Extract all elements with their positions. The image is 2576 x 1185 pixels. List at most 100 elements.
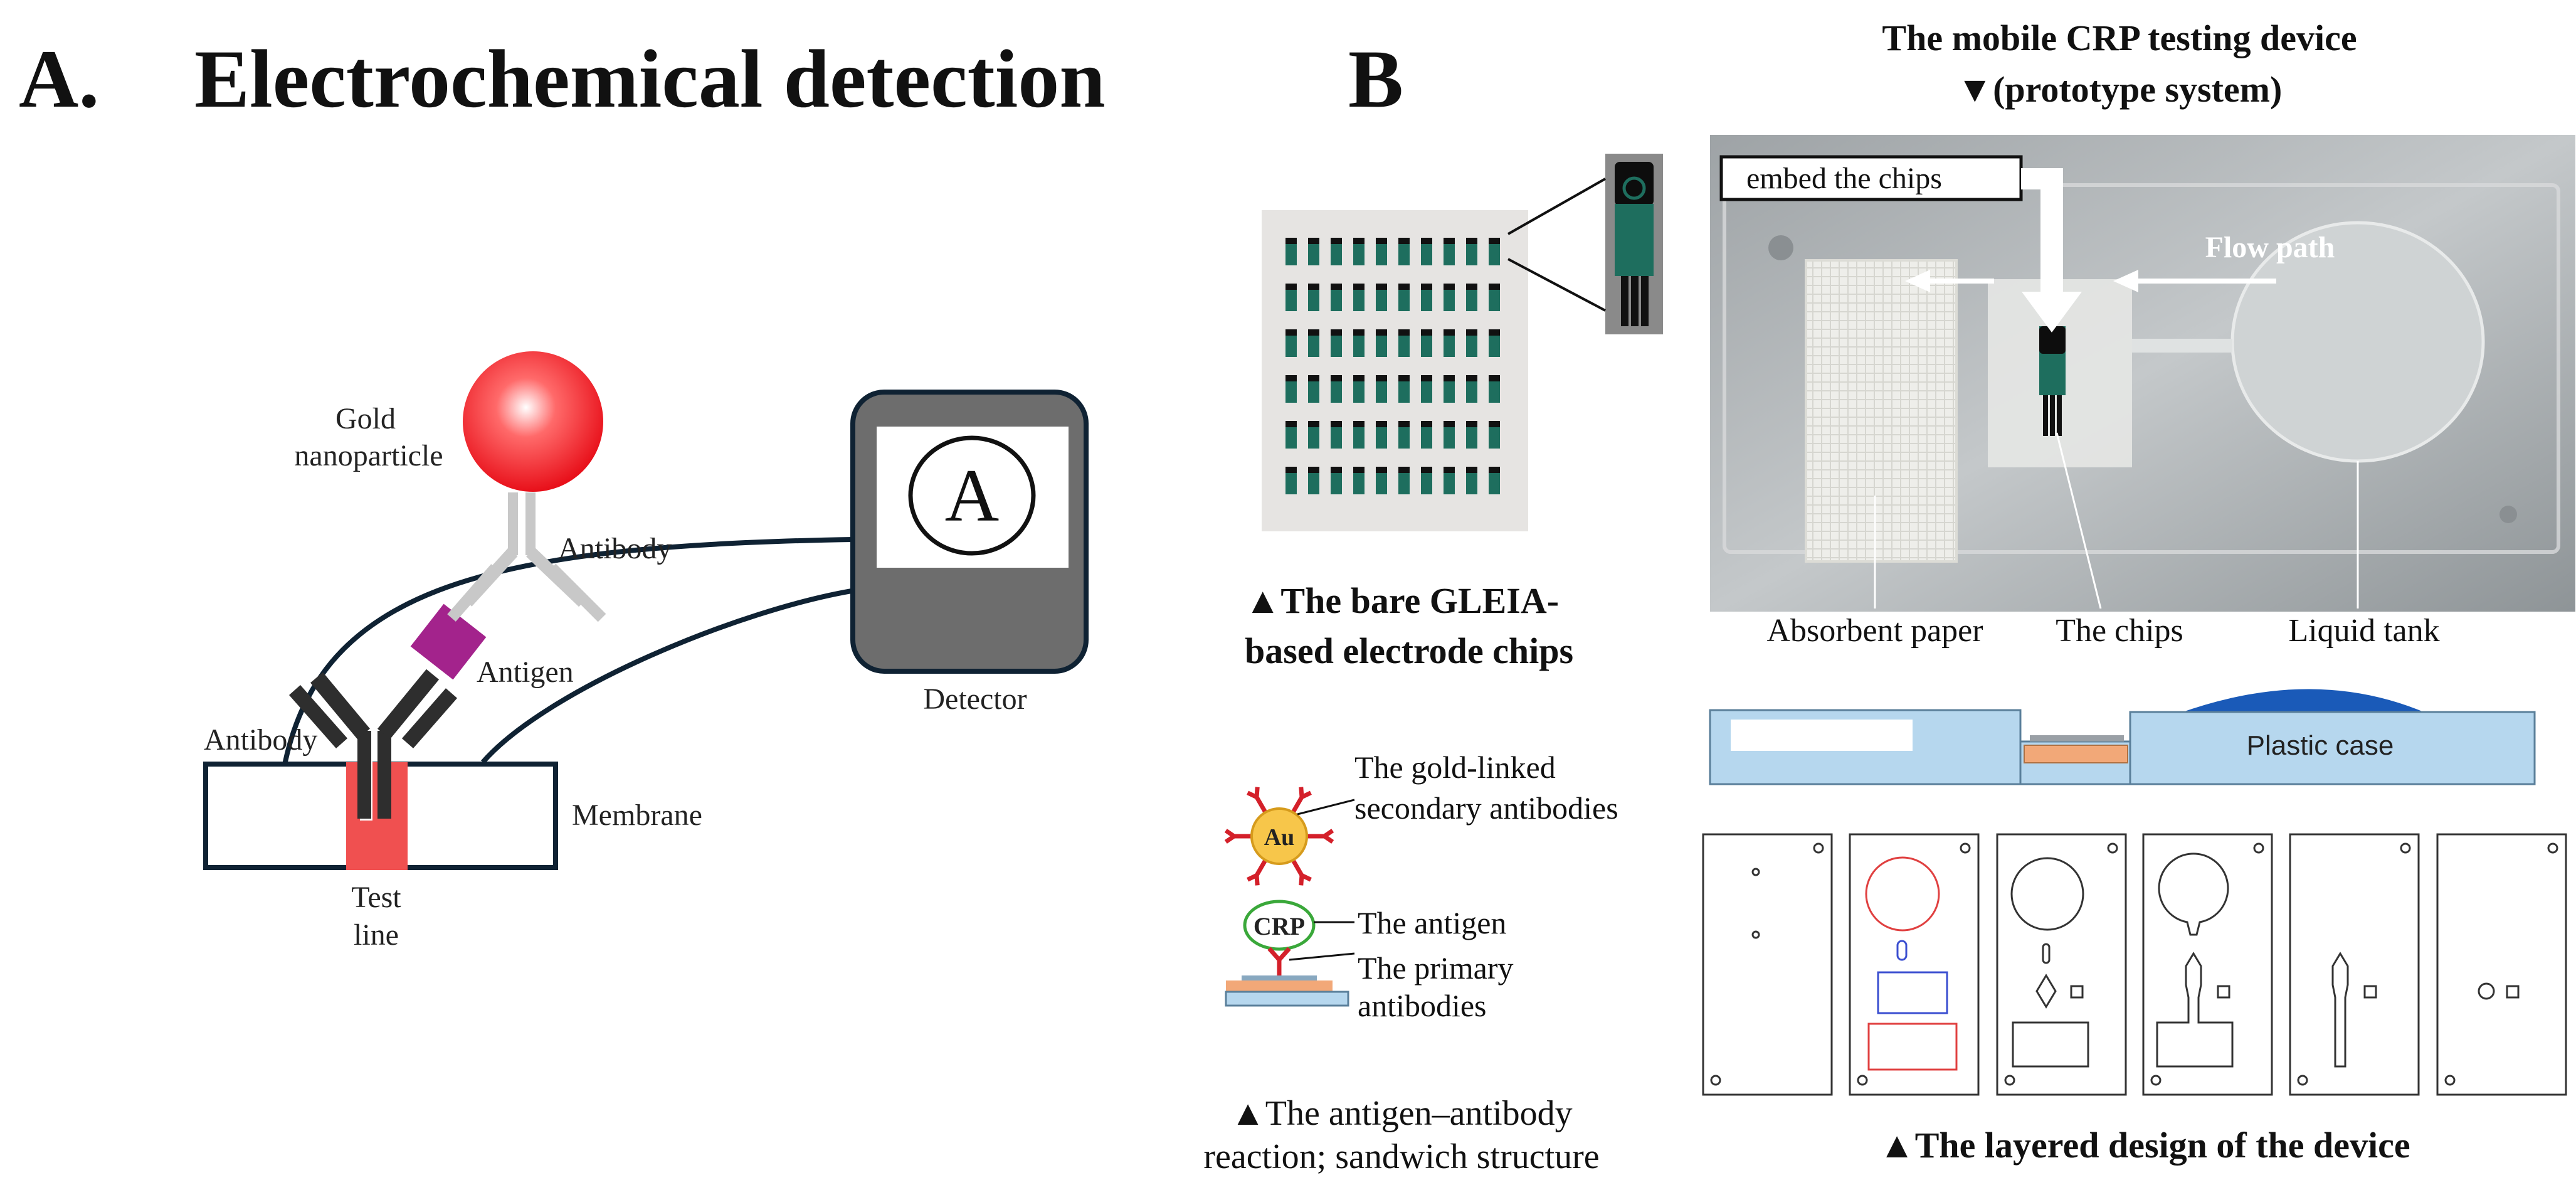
electrode-chip <box>1376 467 1387 494</box>
electrode-chip <box>1466 467 1477 494</box>
antigen-shape <box>410 603 487 680</box>
electrode-chip <box>1444 238 1455 265</box>
device-title-1: The mobile CRP testing device <box>1882 18 2357 58</box>
electrode-chip <box>1398 467 1410 494</box>
electrode-chip <box>1308 421 1319 449</box>
electrode-chip <box>1398 421 1410 449</box>
electrode-chip <box>1489 238 1500 265</box>
electrode-chip <box>1285 421 1297 449</box>
secondary-antibody-arm <box>1247 859 1268 886</box>
au-label: Au <box>1264 824 1295 851</box>
sandwich-caption-1: ▲The antigen–antibody <box>1230 1094 1572 1133</box>
electrode-chip <box>1421 284 1432 311</box>
electrode-chip <box>1353 467 1365 494</box>
gold-linked-2: secondary antibodies <box>1354 790 1618 826</box>
electrode-chip <box>1444 421 1455 449</box>
electrode-chip <box>1466 329 1477 357</box>
callout-embed-chips: embed the chips <box>1746 162 1942 195</box>
crp-label: CRP <box>1254 912 1305 940</box>
label-antibody-bottom: Antibody <box>204 723 317 757</box>
electrode-chip <box>1308 238 1319 265</box>
panel-a-letter: A. <box>19 33 99 125</box>
electrode-chip <box>1489 284 1500 311</box>
flow-path-label: Flow path <box>2205 231 2335 264</box>
electrode-chip <box>1376 284 1387 311</box>
photo-label-tank: Liquid tank <box>2288 613 2439 649</box>
layered-design <box>1702 833 2567 1096</box>
electrode-chip <box>1444 329 1455 357</box>
electrode-chip <box>1444 375 1455 403</box>
electrode-chip <box>1331 421 1342 449</box>
electrode-chip <box>1376 375 1387 403</box>
electrode-chip <box>1489 421 1500 449</box>
electrode-chip <box>1353 375 1365 403</box>
electrode-chip <box>1466 284 1477 311</box>
electrode-chip <box>1466 375 1477 403</box>
sandwich-diagram <box>1224 787 1355 1007</box>
electrode-chip <box>1444 467 1455 494</box>
electrode-chip <box>1331 467 1342 494</box>
electrode-chip <box>1489 467 1500 494</box>
label-gold-2: nanoparticle <box>294 439 443 472</box>
photo-label-chips: The chips <box>2056 613 2183 649</box>
electrode-chip <box>1398 375 1410 403</box>
label-gold-1: Gold <box>335 402 396 435</box>
test-line <box>346 762 408 870</box>
panel-b-letter: B <box>1348 33 1403 125</box>
label-membrane: Membrane <box>572 799 702 832</box>
label-detector: Detector <box>923 683 1027 716</box>
label-test-1: Test <box>351 881 401 914</box>
wire-lower <box>480 587 860 764</box>
device-photo <box>1710 135 2575 612</box>
secondary-antibody-arm <box>1224 829 1252 844</box>
electrode-chip <box>1489 329 1500 357</box>
electrode-chip <box>1285 329 1297 357</box>
antibody-bottom-shape <box>289 669 458 821</box>
electrode-chip <box>1466 421 1477 449</box>
electrode-chip <box>1331 284 1342 311</box>
ammeter-symbol: A <box>945 454 1000 537</box>
gold-linked-1: The gold-linked <box>1354 750 1556 785</box>
ammeter-icon <box>908 435 1036 556</box>
electrode-chip <box>1308 329 1319 357</box>
electrode-chip <box>1308 284 1319 311</box>
sandwich-caption-2: reaction; sandwich structure <box>1203 1137 1599 1176</box>
label-test-2: line <box>354 918 399 952</box>
electrode-chip <box>1331 329 1342 357</box>
panel-a: A. Electrochemical detection <box>19 33 1106 952</box>
device-title-2: ▼(prototype system) <box>1957 69 2283 110</box>
electrode-chip <box>1376 421 1387 449</box>
electrode-chip <box>1489 375 1500 403</box>
secondary-antibody-arm <box>1291 787 1312 814</box>
plastic-case-label: Plastic case <box>2247 730 2394 761</box>
electrode-chip <box>1353 421 1365 449</box>
photo-label-absorbent: Absorbent paper <box>1766 613 1983 649</box>
electrode-chip <box>1421 329 1432 357</box>
label-antibody-top: Antibody <box>558 532 672 565</box>
electrode-chip <box>1398 238 1410 265</box>
electrode-chip <box>1285 375 1297 403</box>
primary-1: The primary <box>1358 950 1514 986</box>
electrode-chip <box>1285 238 1297 265</box>
layered-caption: ▲The layered design of the device <box>1879 1125 2410 1166</box>
panel-b: B The mobile CRP testing device ▼(protot… <box>1203 18 2575 1176</box>
bare-chips-caption-1: ▲The bare GLEIA- <box>1245 580 1559 621</box>
antibody-top-shape <box>447 492 606 622</box>
secondary-antibody-arm <box>1307 829 1334 844</box>
bare-chips-caption-2: based electrode chips <box>1245 630 1573 671</box>
primary-2: antibodies <box>1358 988 1487 1023</box>
electrode-chip <box>1421 467 1432 494</box>
bare-chips-photo <box>1262 154 1663 531</box>
electrode-chip <box>1353 329 1365 357</box>
plastic-case-section <box>1709 689 2536 785</box>
electrode-chip <box>1285 467 1297 494</box>
electrode-chip <box>1376 238 1387 265</box>
electrode-chip <box>1353 284 1365 311</box>
antigen-label: The antigen <box>1358 905 1506 940</box>
electrode-chip <box>1353 238 1365 265</box>
electrode-chip <box>1466 238 1477 265</box>
electrode-chip <box>1376 329 1387 357</box>
electrode-chip <box>1308 467 1319 494</box>
panel-a-title: Electrochemical detection <box>194 33 1106 125</box>
